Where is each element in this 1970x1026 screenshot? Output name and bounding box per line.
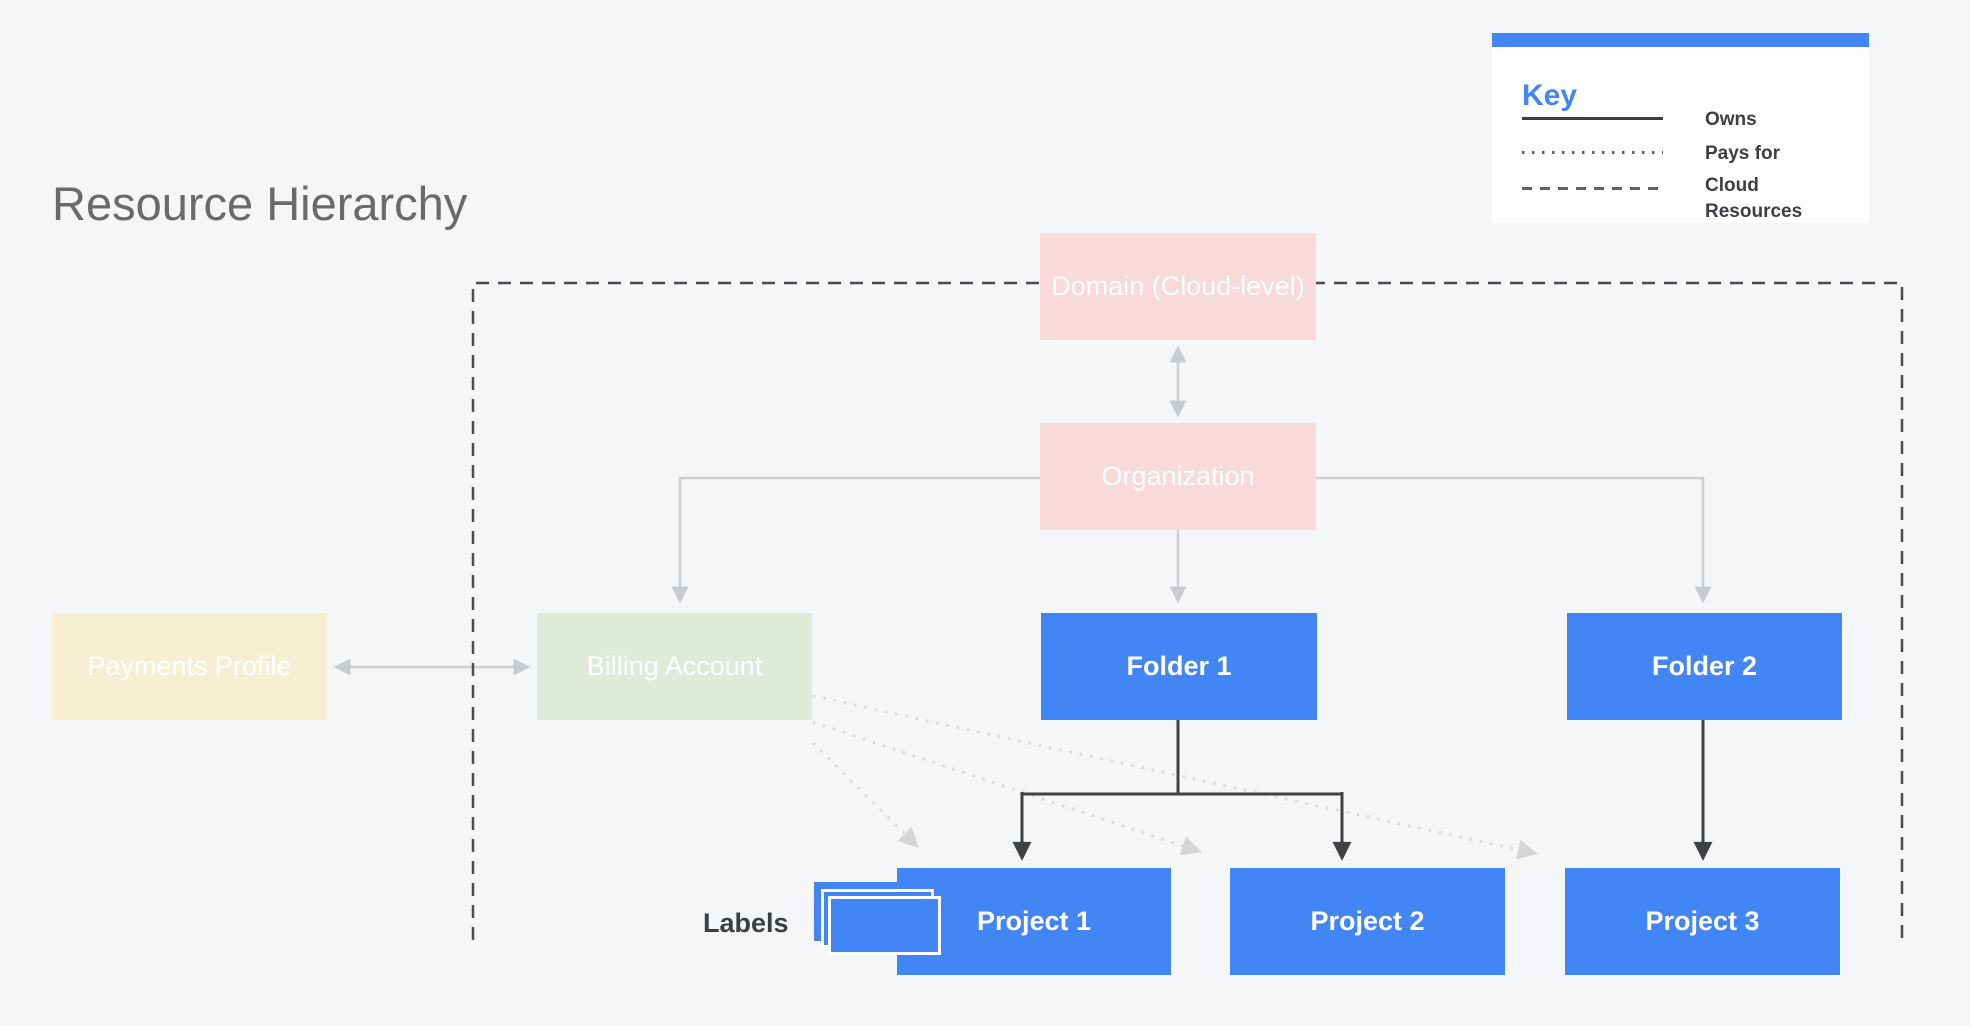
owns-edges-dark [1012, 720, 1713, 861]
label-card-front-icon [828, 896, 941, 955]
node-folder-1: Folder 1 [1041, 613, 1317, 720]
edge-pays-project-3 [812, 694, 1538, 860]
pays-for-edges [811, 694, 1538, 860]
cloud-resources-line-sample-icon [1522, 187, 1663, 190]
key-label-pays-for: Pays for [1705, 143, 1780, 164]
owns-line-sample-icon [1522, 117, 1663, 120]
node-organization: Organization [1040, 423, 1316, 530]
edge-folder-1-branch [1022, 720, 1342, 796]
key-panel: Key Owns Pays for Cloud Resources [1492, 33, 1869, 223]
key-heading: Key [1522, 79, 1578, 112]
key-label-cloud-resources: Cloud Resources [1705, 175, 1803, 222]
node-project-2: Project 2 [1230, 868, 1505, 975]
node-project-1: Project 1 [897, 868, 1171, 975]
owns-edges-light [333, 345, 1712, 676]
labels-stack-icon [814, 882, 959, 974]
node-folder-2: Folder 2 [1567, 613, 1842, 720]
edge-pays-project-1 [811, 741, 919, 848]
edge-organization-folder-2 [1316, 476, 1712, 604]
edge-pays-project-2 [812, 720, 1202, 856]
pays-for-line-sample-icon [1522, 151, 1663, 154]
key-topbar [1492, 33, 1869, 47]
key-label-owns: Owns [1705, 109, 1757, 130]
node-project-3: Project 3 [1565, 868, 1840, 975]
page-title: Resource Hierarchy [52, 177, 468, 230]
edge-organization-billing [671, 476, 1040, 604]
node-billing-account: Billing Account [537, 613, 812, 720]
node-domain: Domain (Cloud-level) [1040, 233, 1316, 340]
labels-caption: Labels [703, 908, 789, 938]
node-payments-profile: Payments Profile [52, 613, 327, 720]
